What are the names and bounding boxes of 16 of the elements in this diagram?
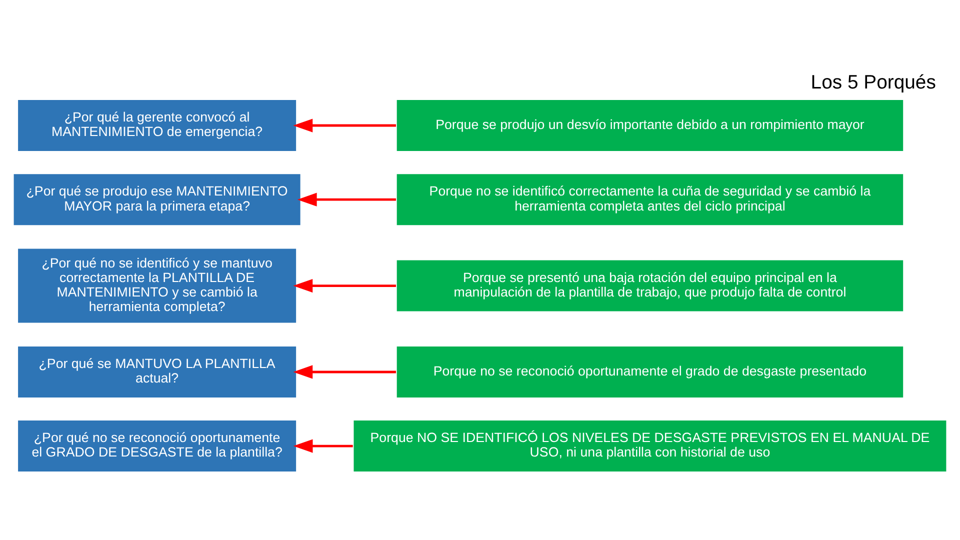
node-box: Porque NO SE IDENTIFICÓ LOS NIVELES DE DESGASTE PREVISTOS EN EL MANUAL DE USO, ni una plantilla con historial de uso — [352, 419, 948, 473]
arrow — [293, 439, 353, 453]
node-box: ¿Por qué se MANTUVO LA PLANTILLA actual? — [16, 345, 298, 399]
node-box: ¿Por qué se produjo ese MANTENIMIENTO MAYOR para la primera etapa? — [12, 172, 302, 226]
node-box: ¿Por qué no se reconoció oportunamente el GRADO DE DESGASTE de la plantilla? — [16, 419, 298, 473]
node-box: Porque no se reconoció oportunamente el grado de desgaste presentado — [396, 345, 904, 399]
arrow — [293, 365, 396, 379]
node-box: Porque se produjo un desvío importante debido a un rompimiento mayor — [396, 98, 904, 152]
node-box: Porque se presentó una baja rotación del equipo principal en la manipulación de la plantilla de trabajo, que produjo falta de control — [396, 259, 904, 312]
arrow — [293, 278, 396, 293]
node-box: ¿Por qué no se identificó y se mantuvo correctamente la PLANTILLA DE MANTENIMIENTO y se cambió la herramienta completa? — [16, 248, 298, 324]
node-box: Porque no se identificó correctamente la cuña de seguridad y se cambió la herramienta completa antes del ciclo principal — [396, 172, 904, 226]
arrow — [293, 118, 396, 132]
diagram-title: Los 5 Porqués — [810, 71, 936, 94]
node-box: ¿Por qué la gerente convocó al MANTENIMIENTO de emergencia? — [16, 98, 298, 152]
arrow — [297, 192, 396, 206]
